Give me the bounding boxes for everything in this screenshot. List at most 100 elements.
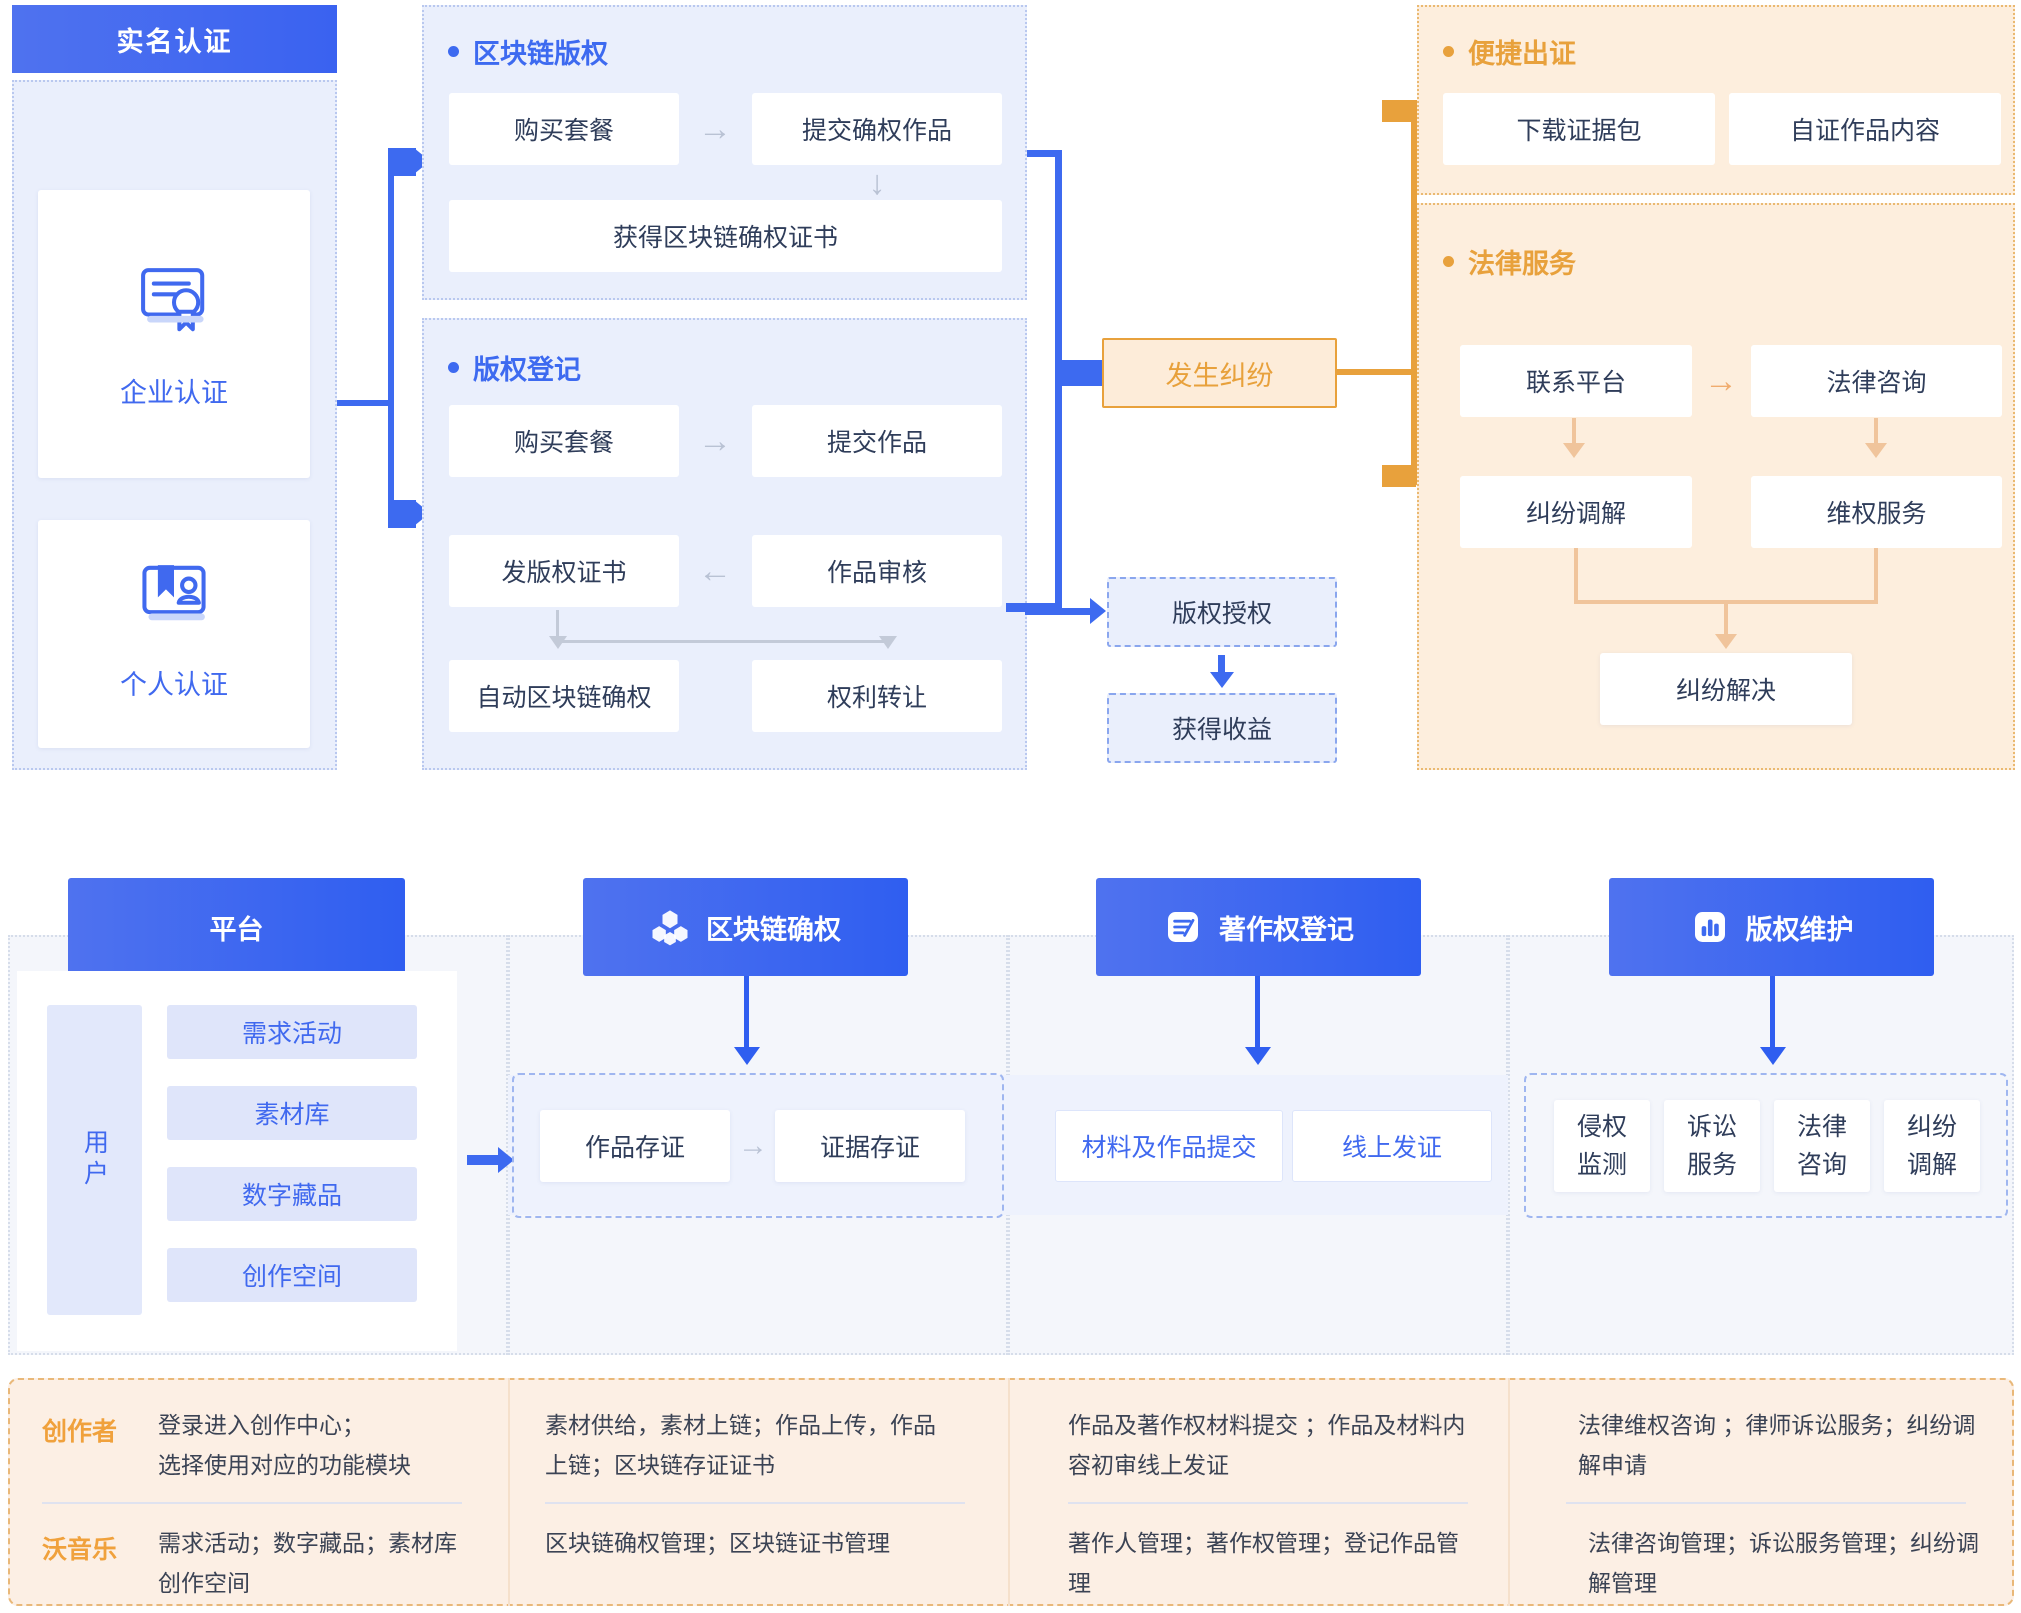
note-creator-1: 素材供给，素材上链；作品上传，作品上链；区块链存证证书 <box>545 1412 936 1478</box>
cr-gray-arrowhead-left <box>549 636 567 649</box>
auth-card-enterprise[interactable]: 企业认证 <box>38 190 310 478</box>
bottom-cap-platform-label: 平台 <box>209 914 264 945</box>
legal-consultation[interactable]: 法律咨询 <box>1751 345 2002 417</box>
blockchain-copyright-title: 区块链版权 <box>448 32 608 71</box>
copyright-registration-title: 版权登记 <box>448 348 581 387</box>
maintenance-box-2-label: 法律 咨询 <box>1796 1113 1847 1179</box>
auth-card-personal-label: 个人认证 <box>120 669 228 700</box>
bc-step-submit-work-label: 提交确权作品 <box>801 117 952 145</box>
maintenance-box-1-label: 诉讼 服务 <box>1686 1113 1737 1179</box>
dispute-right-connector <box>1337 369 1417 375</box>
authorization-box-label: 版权授权 <box>1171 600 1272 628</box>
note-role-platform-label: 沃音乐 <box>42 1536 118 1564</box>
cr-step-issue-certificate[interactable]: 发版权证书 <box>449 535 679 607</box>
platform-chip-2[interactable]: 数字藏品 <box>167 1167 417 1221</box>
cr-step-auto-blockchain[interactable]: 自动区块链确权 <box>449 660 679 732</box>
authorization-box[interactable]: 版权授权 <box>1107 577 1337 647</box>
maintenance-box-3[interactable]: 纠纷 调解 <box>1884 1100 1980 1192</box>
legal-arrow-right-1: → <box>1704 361 1738 400</box>
registration-down-line <box>1255 976 1260 1056</box>
registration-box-0-label: 材料及作品提交 <box>1081 1134 1257 1162</box>
note-sep-1 <box>545 1502 965 1504</box>
blockchain-down-arrowhead <box>734 1047 760 1065</box>
evidence-self-prove-label: 自证作品内容 <box>1789 117 1940 145</box>
auth-bus-stem <box>388 150 394 520</box>
bc-result-certificate[interactable]: 获得区块链确权证书 <box>449 200 1002 272</box>
bc-arrow-down-1: ↓ <box>868 164 886 202</box>
bc-step-buy-package-label: 购买套餐 <box>513 117 614 145</box>
bottom-cap-platform[interactable]: 平台 <box>68 878 405 976</box>
cr-step-buy-package-label: 购买套餐 <box>513 429 614 457</box>
cr-step-buy-package[interactable]: 购买套餐 <box>449 405 679 477</box>
legal-merge-down <box>1724 600 1728 642</box>
maintenance-subpanel <box>1524 1073 2008 1218</box>
platform-user-chip: 用户 <box>47 1005 142 1315</box>
cr-step-rights-transfer[interactable]: 权利转让 <box>752 660 1002 732</box>
evidence-self-prove[interactable]: 自证作品内容 <box>1729 93 2001 165</box>
note-creator-0: 登录进入创作中心； 选择使用对应的功能模块 <box>158 1412 411 1478</box>
legal-down-line-left <box>1572 418 1576 450</box>
maintenance-box-1[interactable]: 诉讼 服务 <box>1664 1100 1760 1192</box>
cr-arrow-right-1: → <box>698 422 732 460</box>
legal-dispute-resolution-label: 纠纷解决 <box>1675 677 1776 705</box>
note-platform-0: 需求活动；数字藏品；素材库 创作空间 <box>158 1530 457 1596</box>
bottom-cap-registration[interactable]: 著作权登记 <box>1096 878 1421 976</box>
authorization-inbound-line <box>1025 608 1095 615</box>
auth-card-personal[interactable]: 个人认证 <box>38 520 310 748</box>
bc-step-buy-package[interactable]: 购买套餐 <box>449 93 679 165</box>
authorization-down-arrowhead <box>1210 672 1234 688</box>
note-platform-1: 区块链确权管理；区块链证书管理 <box>545 1530 890 1556</box>
bc-result-certificate-label: 获得区块链确权证书 <box>612 224 838 252</box>
center-bus-top-arm <box>1027 150 1061 157</box>
platform-chip-2-label: 数字藏品 <box>241 1182 342 1210</box>
bottom-cap-blockchain-label: 区块链确权 <box>706 914 841 945</box>
legal-contact-platform[interactable]: 联系平台 <box>1460 345 1692 417</box>
registration-box-0[interactable]: 材料及作品提交 <box>1055 1110 1283 1182</box>
revenue-box[interactable]: 获得收益 <box>1107 693 1337 763</box>
note-role-creator: 创作者 <box>42 1412 162 1448</box>
cr-step-work-review[interactable]: 作品审核 <box>752 535 1002 607</box>
bottom-cap-blockchain[interactable]: 区块链确权 <box>583 878 908 976</box>
platform-chip-1[interactable]: 素材库 <box>167 1086 417 1140</box>
cr-step-submit-work[interactable]: 提交作品 <box>752 405 1002 477</box>
auth-bus-top-arm <box>388 148 416 176</box>
maintenance-down-line <box>1770 976 1775 1056</box>
notes-divider-1 <box>508 1378 510 1606</box>
bc-step-submit-work[interactable]: 提交确权作品 <box>752 93 1002 165</box>
cr-step-work-review-label: 作品审核 <box>826 559 927 587</box>
maintenance-box-2[interactable]: 法律 咨询 <box>1774 1100 1870 1192</box>
bc-arrow-right-1: → <box>698 110 732 148</box>
platform-chip-0[interactable]: 需求活动 <box>167 1005 417 1059</box>
evidence-download-package[interactable]: 下载证据包 <box>1443 93 1715 165</box>
platform-user-chip-label: 用户 <box>80 1129 109 1191</box>
bottom-cap-maintenance[interactable]: 版权维护 <box>1609 878 1934 976</box>
blockchain-box-0-label: 作品存证 <box>584 1134 685 1162</box>
blockchain-box-1[interactable]: 证据存证 <box>775 1110 965 1182</box>
note-platform-2: 著作人管理；著作权管理；登记作品管理 <box>1068 1530 1459 1596</box>
cr-step-issue-certificate-label: 发版权证书 <box>501 559 627 587</box>
legal-dispute-mediation[interactable]: 纠纷调解 <box>1460 476 1692 548</box>
auth-card-enterprise-label: 企业认证 <box>120 377 228 408</box>
real-name-auth-title: 实名认证 <box>116 26 233 57</box>
note-role-platform: 沃音乐 <box>42 1530 162 1566</box>
legal-consultation-label: 法律咨询 <box>1826 369 1927 397</box>
dispute-up-arm <box>1382 100 1416 122</box>
cr-arrow-left-1: ← <box>698 552 732 590</box>
platform-chip-3[interactable]: 创作空间 <box>167 1248 417 1302</box>
bottom-cap-maintenance-label: 版权维护 <box>1745 914 1854 945</box>
cr-gray-arrowhead-right <box>879 636 897 649</box>
registration-box-1[interactable]: 线上发证 <box>1292 1110 1492 1182</box>
legal-merge-right-stem <box>1874 548 1878 603</box>
blockchain-box-0[interactable]: 作品存证 <box>540 1110 730 1182</box>
bullet-dot <box>448 46 459 57</box>
bottom-cap-registration-label: 著作权登记 <box>1219 914 1354 945</box>
maintenance-box-0[interactable]: 侵权 监测 <box>1554 1100 1650 1192</box>
dispute-box[interactable]: 发生纠纷 <box>1102 338 1337 408</box>
legal-service-title: 法律服务 <box>1443 242 1576 281</box>
evidence-title-text: 便捷出证 <box>1468 39 1576 69</box>
legal-rights-service[interactable]: 维权服务 <box>1751 476 2002 548</box>
note-role-creator-label: 创作者 <box>42 1418 118 1446</box>
blockchain-down-line <box>744 976 749 1056</box>
legal-dispute-resolution[interactable]: 纠纷解决 <box>1600 653 1852 725</box>
authorization-inbound-arrowhead <box>1090 598 1106 624</box>
